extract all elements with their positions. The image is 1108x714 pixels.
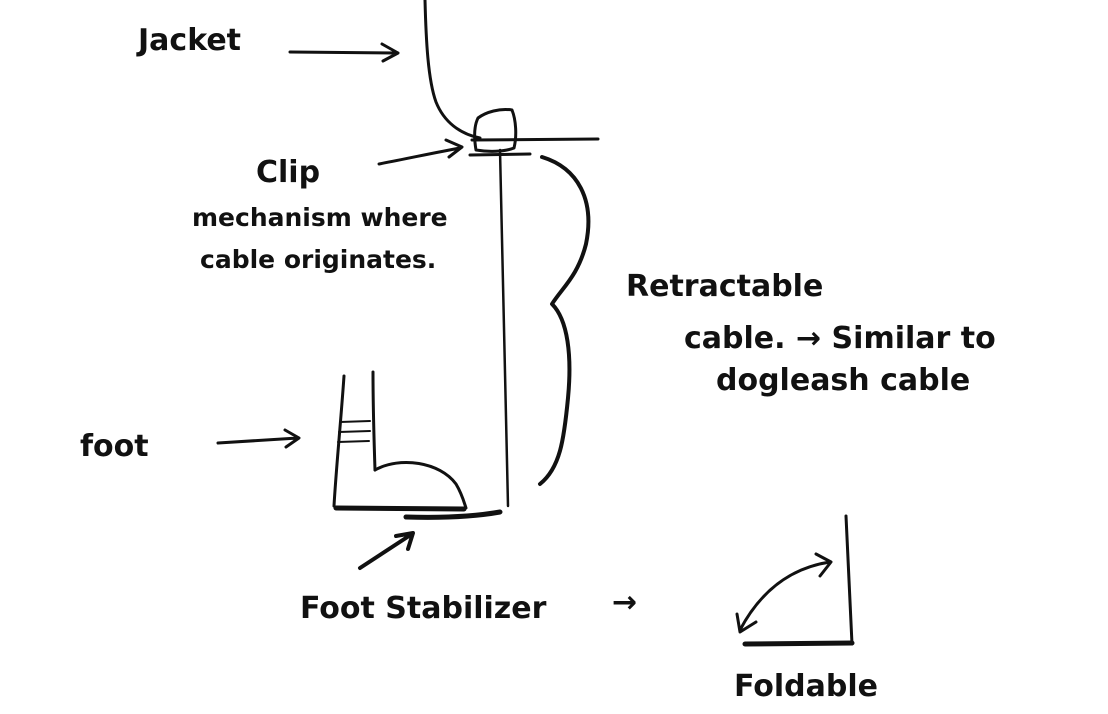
- label-foldable: Foldable: [734, 669, 878, 704]
- foot-sole: [333, 505, 467, 512]
- foldable-curve-arrow: [735, 552, 833, 634]
- clip-box: [473, 108, 518, 153]
- foot-arrow: [216, 428, 301, 449]
- jacket-arrow: [288, 42, 400, 63]
- foot-leg-left: [332, 374, 346, 508]
- clip-arrow: [377, 138, 464, 166]
- jacket-outline: [423, 0, 482, 140]
- cable-line: [498, 148, 510, 508]
- label-clip: Clip: [256, 155, 320, 190]
- label-retractable-2: cable. → Similar to: [684, 321, 996, 356]
- foot-sock-stripes: [337, 420, 371, 443]
- label-retractable-1: Retractable: [626, 269, 823, 304]
- jacket-hem-line: [470, 137, 600, 142]
- cable-brace: [538, 155, 591, 486]
- label-foot-stabilizer: Foot Stabilizer: [300, 591, 547, 626]
- foldable-vertical: [844, 514, 854, 646]
- stabilizer-arrow: [358, 531, 415, 570]
- label-jacket: Jacket: [136, 23, 241, 58]
- label-retractable-3: dogleash cable: [716, 363, 970, 398]
- foldable-base: [742, 640, 855, 647]
- label-clip-desc-2: cable originates.: [200, 245, 436, 274]
- foot-toe: [373, 461, 468, 510]
- foot-stabilizer-bar: [403, 509, 503, 520]
- label-foot: foot: [80, 429, 149, 464]
- label-clip-desc-1: mechanism where: [192, 203, 448, 232]
- foot-leg-right: [371, 370, 377, 472]
- label-foot-stabilizer-arrow: →: [612, 585, 637, 620]
